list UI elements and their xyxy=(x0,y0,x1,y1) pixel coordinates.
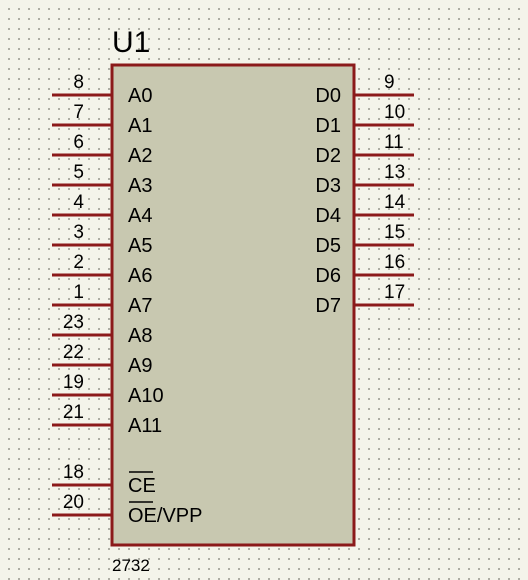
pin-number-a11: 21 xyxy=(63,402,84,423)
pin-number-ce: 18 xyxy=(63,462,84,483)
pin-name-d5: D5 xyxy=(315,235,341,257)
pin-name-a3: A3 xyxy=(128,175,152,197)
pin-number-d5: 15 xyxy=(384,222,405,243)
pin-name-a0: A0 xyxy=(128,85,152,107)
pin-name-oe-vpp: OE/VPP xyxy=(128,505,202,527)
pin-number-oe-vpp: 20 xyxy=(63,492,84,513)
pin-number-d0: 9 xyxy=(384,72,395,93)
pin-name-a8: A8 xyxy=(128,325,152,347)
pin-name-a11: A11 xyxy=(128,415,162,437)
pin-name-a6: A6 xyxy=(128,265,152,287)
pin-number-a2: 6 xyxy=(73,132,84,153)
component-part-number[interactable]: 2732 xyxy=(112,556,150,575)
pin-name-a9: A9 xyxy=(128,355,152,377)
pin-number-d4: 14 xyxy=(384,192,406,213)
pin-number-d7: 17 xyxy=(384,282,405,303)
pin-number-a10: 19 xyxy=(63,372,84,393)
pin-number-a6: 2 xyxy=(73,252,84,273)
pin-name-a4: A4 xyxy=(128,205,152,227)
pin-number-a9: 22 xyxy=(63,342,84,363)
pin-number-a7: 1 xyxy=(73,282,84,303)
pin-name-ce: CE xyxy=(128,475,156,497)
pin-name-d7: D7 xyxy=(315,295,341,317)
pin-name-d4: D4 xyxy=(315,205,341,227)
pin-number-a5: 3 xyxy=(73,222,84,243)
pin-number-d3: 13 xyxy=(384,162,405,183)
pin-name-a10: A10 xyxy=(128,385,164,407)
ic-body[interactable] xyxy=(110,63,356,547)
pin-name-a1: A1 xyxy=(128,115,152,137)
pin-number-a8: 23 xyxy=(63,312,84,333)
pin-number-d2: 11 xyxy=(384,132,404,153)
pin-name-a7: A7 xyxy=(128,295,152,317)
pin-number-a0: 8 xyxy=(73,72,84,93)
pin-number-a4: 4 xyxy=(73,192,84,213)
component-reference[interactable]: U1 xyxy=(112,26,150,59)
pin-number-d1: 10 xyxy=(384,102,405,123)
pin-name-d0: D0 xyxy=(315,85,341,107)
pin-name-a2: A2 xyxy=(128,145,152,167)
pin-name-d6: D6 xyxy=(315,265,341,287)
pin-name-d3: D3 xyxy=(315,175,341,197)
pin-name-a5: A5 xyxy=(128,235,152,257)
pin-name-d1: D1 xyxy=(315,115,341,137)
pin-number-a3: 5 xyxy=(73,162,84,183)
pin-number-a1: 7 xyxy=(73,102,84,123)
pin-name-d2: D2 xyxy=(315,145,341,167)
pin-number-d6: 16 xyxy=(384,252,405,273)
